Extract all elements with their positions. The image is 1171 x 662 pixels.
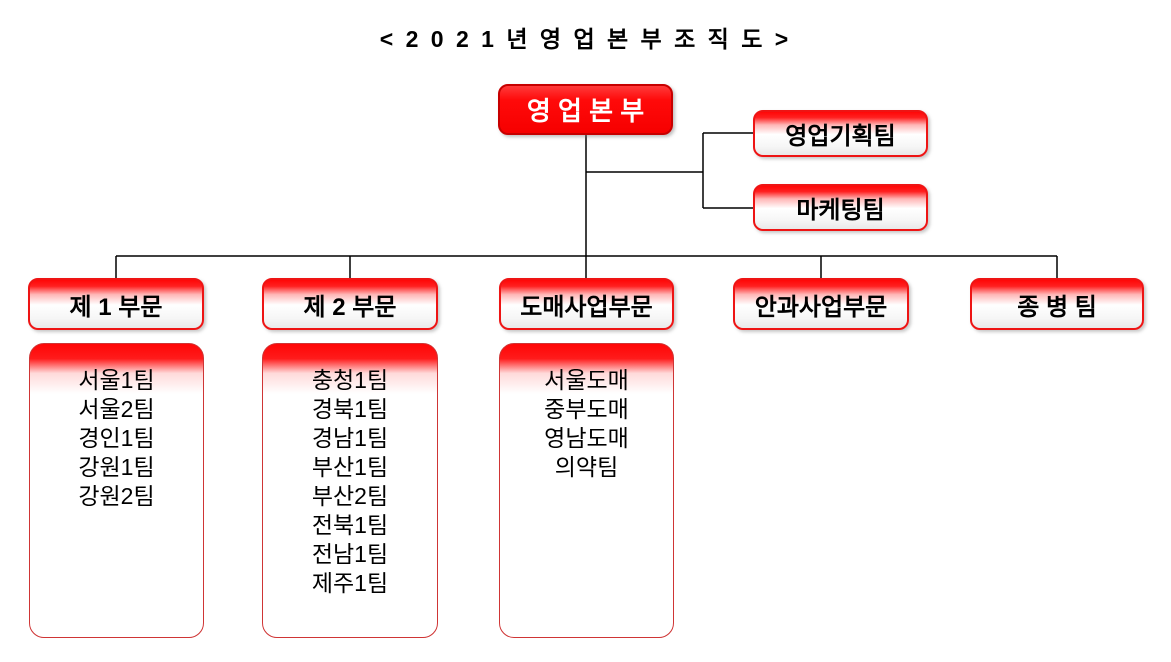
team-item: 서울도매 [544, 367, 629, 393]
team-item: 강원1팀 [78, 454, 155, 480]
root-label: 영 업 본 부 [526, 96, 645, 126]
root-box-sales-hq: 영 업 본 부 [498, 84, 673, 135]
division-label: 제 1 부문 [69, 293, 163, 321]
team-item: 중부도매 [544, 396, 629, 422]
team-item: 전남1팀 [311, 541, 389, 567]
team-item: 충청1팀 [311, 367, 389, 393]
staff-box-sales-planning: 영업기획팀 [753, 110, 928, 157]
staff-label: 마케팅팀 [796, 197, 885, 224]
division-label: 안과사업부문 [754, 293, 888, 321]
division-box-ophthalmic: 안과사업부문 [733, 278, 909, 330]
division-label: 종 병 팀 [1017, 293, 1097, 321]
team-list-division-2: 충청1팀 경북1팀 경남1팀 부산1팀 부산2팀 전북1팀 전남1팀 제주1팀 [262, 343, 438, 638]
team-item: 경인1팀 [78, 425, 155, 451]
team-item: 제주1팀 [311, 570, 389, 596]
team-item: 영남도매 [544, 425, 629, 451]
staff-label: 영업기획팀 [785, 123, 896, 150]
division-box-general-hospital: 종 병 팀 [970, 278, 1144, 330]
team-item: 강원2팀 [78, 483, 155, 509]
team-item: 부산1팀 [311, 454, 389, 480]
team-list-division-wholesale: 서울도매 중부도매 영남도매 의약팀 [499, 343, 674, 638]
division-label: 도매사업부문 [520, 293, 653, 321]
team-item: 부산2팀 [311, 483, 389, 509]
staff-box-marketing: 마케팅팀 [753, 184, 928, 231]
division-box-wholesale: 도매사업부문 [499, 278, 674, 330]
team-item: 의약팀 [554, 454, 619, 480]
team-list-division-1: 서울1팀 서울2팀 경인1팀 강원1팀 강원2팀 [29, 343, 204, 638]
division-box-1: 제 1 부문 [28, 278, 204, 330]
division-box-2: 제 2 부문 [262, 278, 438, 330]
team-item: 경남1팀 [311, 425, 389, 451]
division-label: 제 2 부문 [303, 293, 397, 321]
chart-title: < 2 0 2 1 년 영 업 본 부 조 직 도 > [379, 26, 792, 52]
team-item: 서울1팀 [78, 367, 155, 393]
team-item: 서울2팀 [78, 396, 155, 422]
team-item: 경북1팀 [311, 396, 389, 422]
team-item: 전북1팀 [311, 512, 389, 538]
